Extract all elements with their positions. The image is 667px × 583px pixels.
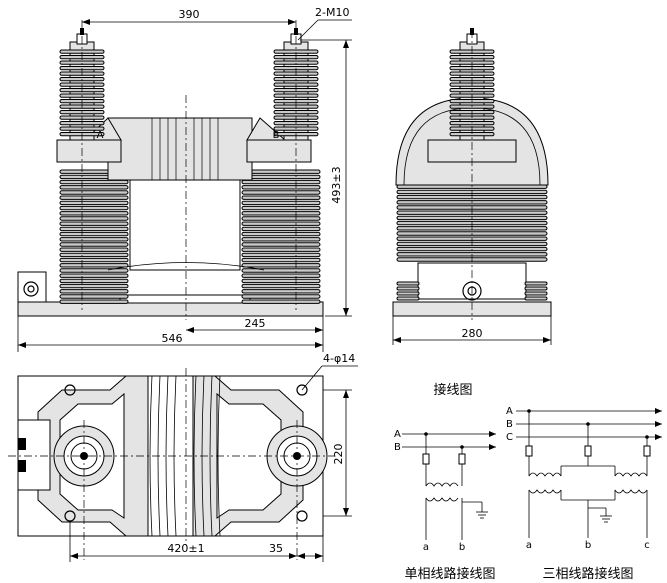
- primary-coil-icon: [425, 482, 459, 487]
- tp-terminal-b: b: [585, 540, 591, 551]
- ground-terminal-bolt: [23, 281, 39, 297]
- terminal-a-label: A: [97, 130, 104, 141]
- wiring-heading: 接线图: [433, 382, 472, 398]
- right-winding-sheds: [241, 169, 321, 304]
- side-view: 280: [392, 28, 552, 345]
- mount-hole: [296, 384, 308, 396]
- bolt-note: 2-M10: [315, 6, 349, 19]
- single-phase-diagram: A B a b 单相线路接线图: [394, 429, 496, 582]
- primary-coil-icon: [614, 472, 648, 477]
- dim-220: 220: [332, 444, 345, 465]
- mount-hole: [64, 510, 76, 522]
- plan-ground-box: [17, 419, 51, 491]
- wiring-diagrams: 接线图 A B a b 单相线路接线图: [394, 382, 662, 582]
- secondary-coil-icon: [614, 489, 648, 494]
- core-yoke: [107, 117, 253, 181]
- primary-coil-icon: [528, 472, 562, 477]
- core-window: [129, 179, 241, 271]
- three-phase-diagram: A B C: [506, 406, 662, 582]
- tp-line-b: B: [506, 419, 513, 430]
- secondary-coil-icon: [425, 497, 459, 502]
- fuse-icon: [525, 445, 533, 457]
- dim-245: 245: [245, 317, 266, 330]
- tp-line-c: C: [506, 432, 513, 443]
- sp-terminal-b: b: [459, 542, 465, 553]
- dim-546: 546: [162, 332, 183, 345]
- dim-493: 493±3: [330, 166, 343, 203]
- dim-35: 35: [269, 542, 283, 555]
- left-winding-sheds: [59, 169, 129, 304]
- bushing-collar-b: [246, 139, 312, 163]
- single-phase-title: 单相线路接线图: [404, 566, 495, 582]
- fuse-icon: [584, 445, 592, 457]
- dim-420: 420±1: [167, 542, 204, 555]
- front-base-plate: [17, 301, 324, 317]
- tp-terminal-a: a: [526, 540, 532, 551]
- tp-line-a: A: [506, 406, 513, 417]
- ground-terminal-block: [17, 271, 47, 303]
- terminal-b-label: B: [273, 130, 280, 141]
- three-phase-title: 三相线路接线图: [542, 566, 633, 582]
- sp-line-b: B: [394, 442, 401, 453]
- secondary-coil-icon: [528, 489, 562, 494]
- mount-hole: [64, 384, 76, 396]
- hole-note: 4-φ14: [323, 352, 355, 365]
- front-view: A B 390 2-M10 493±3 546 245: [17, 6, 352, 352]
- fuse-icon: [458, 453, 466, 465]
- sp-terminal-a: a: [423, 542, 429, 553]
- dim-390: 390: [179, 8, 200, 21]
- fuse-icon: [643, 445, 651, 457]
- front-core-foot: [119, 294, 251, 304]
- fuse-icon: [422, 453, 430, 465]
- dim-280: 280: [462, 327, 483, 340]
- sp-line-a: A: [394, 429, 401, 440]
- bushing-collar-a: [56, 139, 122, 163]
- plan-view: 4-φ14 220 420±1 35: [8, 352, 358, 562]
- tp-terminal-c: c: [644, 540, 650, 551]
